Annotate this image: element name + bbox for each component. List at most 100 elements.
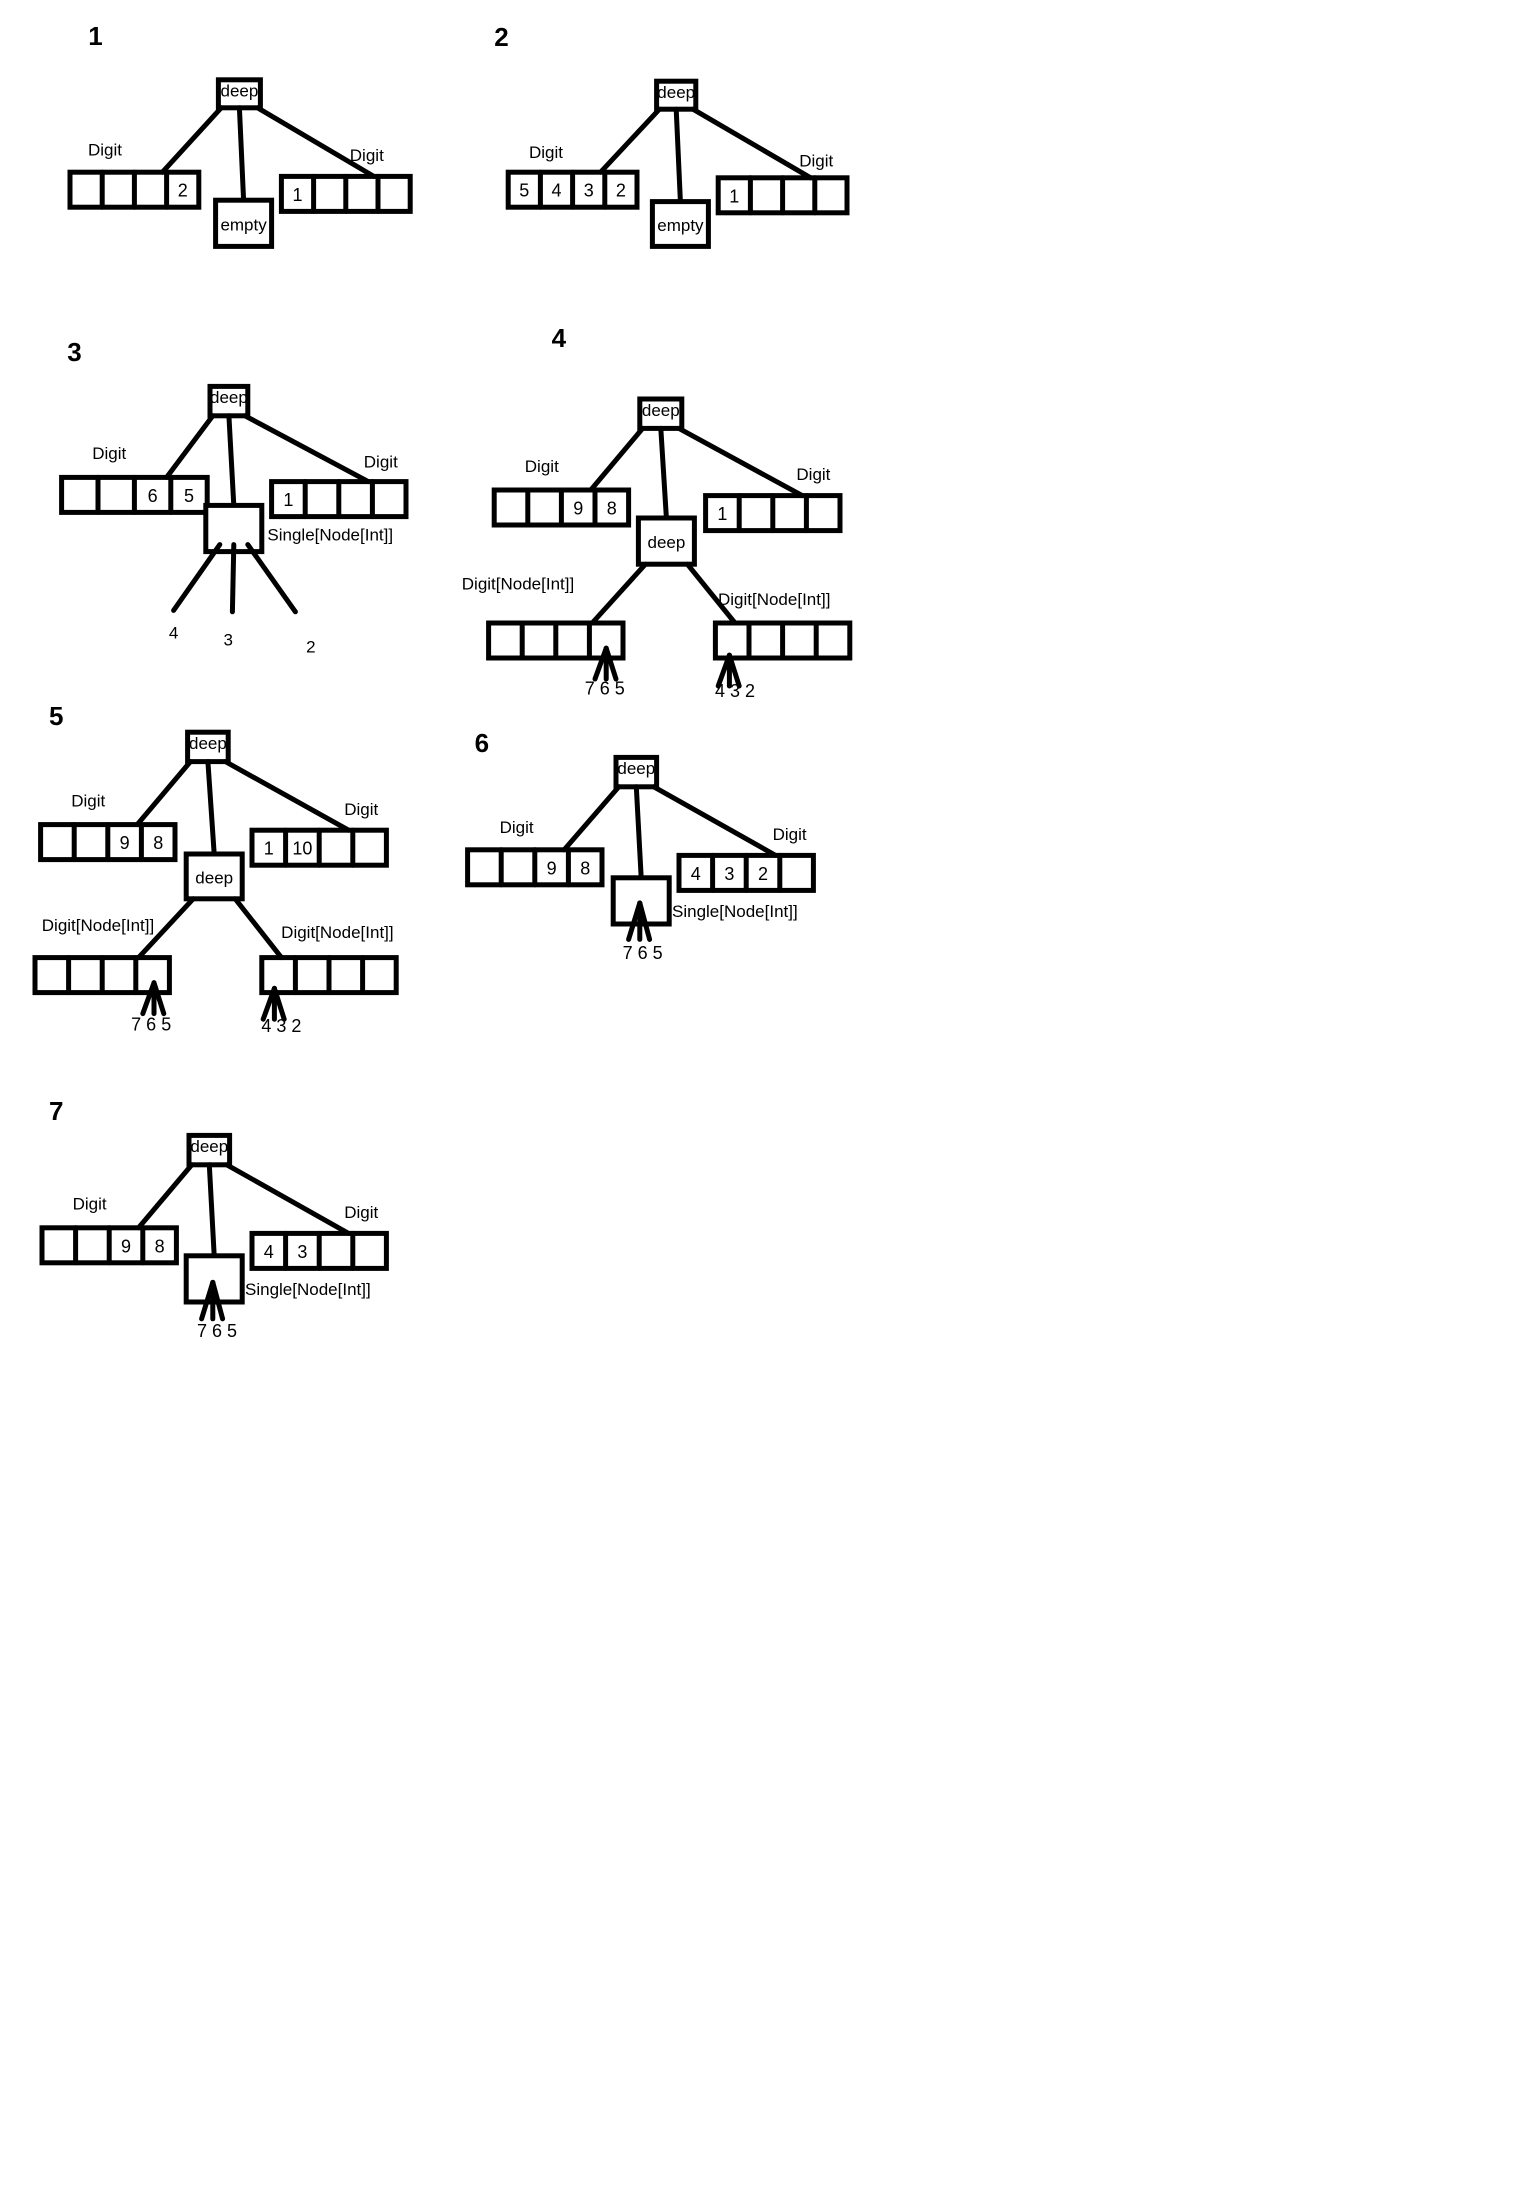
digit-cell-value: 1 (717, 504, 727, 524)
root-node-label: deep (210, 388, 248, 407)
left-digit-label: Digit (525, 457, 559, 476)
digit-cell-value: 1 (729, 186, 739, 206)
middle-node-box (635, 515, 697, 567)
left-digit-label: Digit (88, 140, 122, 159)
single-node-pointer (626, 900, 653, 942)
middle-node-box (213, 197, 275, 249)
middle-node-box (183, 851, 245, 902)
diagram-number: 4 (552, 323, 567, 353)
root-node-box (613, 754, 660, 790)
root-to-left-edge (561, 784, 622, 853)
right-digit: 1 (715, 175, 850, 216)
diagram-number: 3 (67, 337, 81, 367)
digit-cell-value: 9 (121, 1236, 131, 1256)
inner-left-node-values: 7 6 5 (131, 1014, 171, 1034)
inner-right-digit-label: Digit[Node[Int]] (718, 590, 830, 609)
node-pointer-stroke (637, 900, 653, 942)
inner-right-digit-label: Digit[Node[Int]] (281, 923, 393, 942)
digit-cell-value: 8 (580, 858, 590, 878)
middle-empty-label: empty (220, 215, 267, 234)
diagram-number: 6 (475, 728, 489, 758)
inner-right-node-values: 4 3 2 (261, 1016, 301, 1036)
digit-cell-value: 10 (292, 839, 312, 859)
inner-right-digit (259, 955, 399, 996)
digit-cell-value: 8 (153, 833, 163, 853)
left-digit-label: Digit (529, 143, 563, 162)
left-digit-label: Digit (500, 818, 534, 837)
inner-right-node-pointer (715, 652, 742, 689)
right-digit-label: Digit (799, 152, 833, 171)
middle-empty-label: empty (657, 216, 704, 235)
middle-single-label: Single[Node[Int]] (245, 1280, 371, 1299)
diagram-number: 7 (49, 1096, 63, 1126)
right-digit-label: Digit (364, 453, 398, 472)
digit-cell-value: 3 (584, 181, 594, 201)
digit-cell-value: 8 (607, 499, 617, 519)
left-digit: 2 (67, 169, 202, 210)
right-digit-label: Digit (350, 146, 384, 165)
root-node-label: deep (657, 83, 695, 102)
single-node-values: 7 6 5 (197, 1321, 237, 1341)
left-digit-label: Digit (73, 1195, 107, 1214)
middle-to-inner-left-edge (589, 561, 648, 626)
root-to-right-edge (222, 759, 352, 833)
digit-cell-value: 4 (264, 1242, 274, 1262)
digit-cell-value: 1 (283, 490, 293, 510)
inner-right-node-values: 4 3 2 (715, 681, 755, 701)
digit-cell-value: 4 (551, 181, 561, 201)
inner-right-digit (712, 620, 853, 661)
root-to-middle-edge (236, 105, 247, 203)
node-pointer-stroke (210, 1279, 226, 1322)
middle-deep-label: deep (647, 533, 685, 552)
child-edge (171, 542, 223, 613)
root-to-middle-edge (226, 413, 237, 508)
digit-cell-value: 9 (120, 833, 130, 853)
root-to-right-edge (690, 106, 814, 181)
root-to-middle-edge (206, 1162, 217, 1259)
node-pointer-stroke (271, 985, 287, 1022)
digit-cell-value: 6 (148, 486, 158, 506)
inner-left-node-pointer (592, 645, 619, 682)
middle-to-inner-right-edge (684, 561, 738, 626)
root-to-left-edge (136, 1162, 195, 1231)
right-digit: 1 (703, 493, 843, 534)
root-to-left-edge (159, 105, 224, 175)
digit-cell-value: 2 (616, 181, 626, 201)
child-value: 3 (223, 630, 232, 649)
inner-left-digit-label: Digit[Node[Int]] (42, 916, 154, 935)
digit-cell-value: 9 (573, 499, 583, 519)
inner-left-digit-label: Digit[Node[Int]] (462, 574, 574, 593)
diagram-number: 1 (88, 21, 102, 51)
root-node-label: deep (642, 401, 680, 420)
diagram-number: 5 (49, 701, 63, 731)
right-digit-label: Digit (344, 800, 378, 819)
digit-cell-value: 8 (155, 1236, 165, 1256)
digit-cell-value: 1 (292, 185, 302, 205)
node-pointer-stroke (726, 652, 742, 689)
left-digit-label: Digit (92, 444, 126, 463)
root-node-label: deep (617, 759, 655, 778)
right-digit-label: Digit (344, 1203, 378, 1222)
middle-deep-label: deep (195, 868, 233, 887)
middle-to-inner-left-edge (136, 896, 196, 961)
diagram-number: 2 (494, 22, 508, 52)
middle-to-inner-right-edge (232, 896, 284, 961)
inner-left-node-pointer (140, 980, 167, 1017)
child-value: 4 (169, 623, 178, 642)
inner-left-digit (486, 620, 626, 661)
